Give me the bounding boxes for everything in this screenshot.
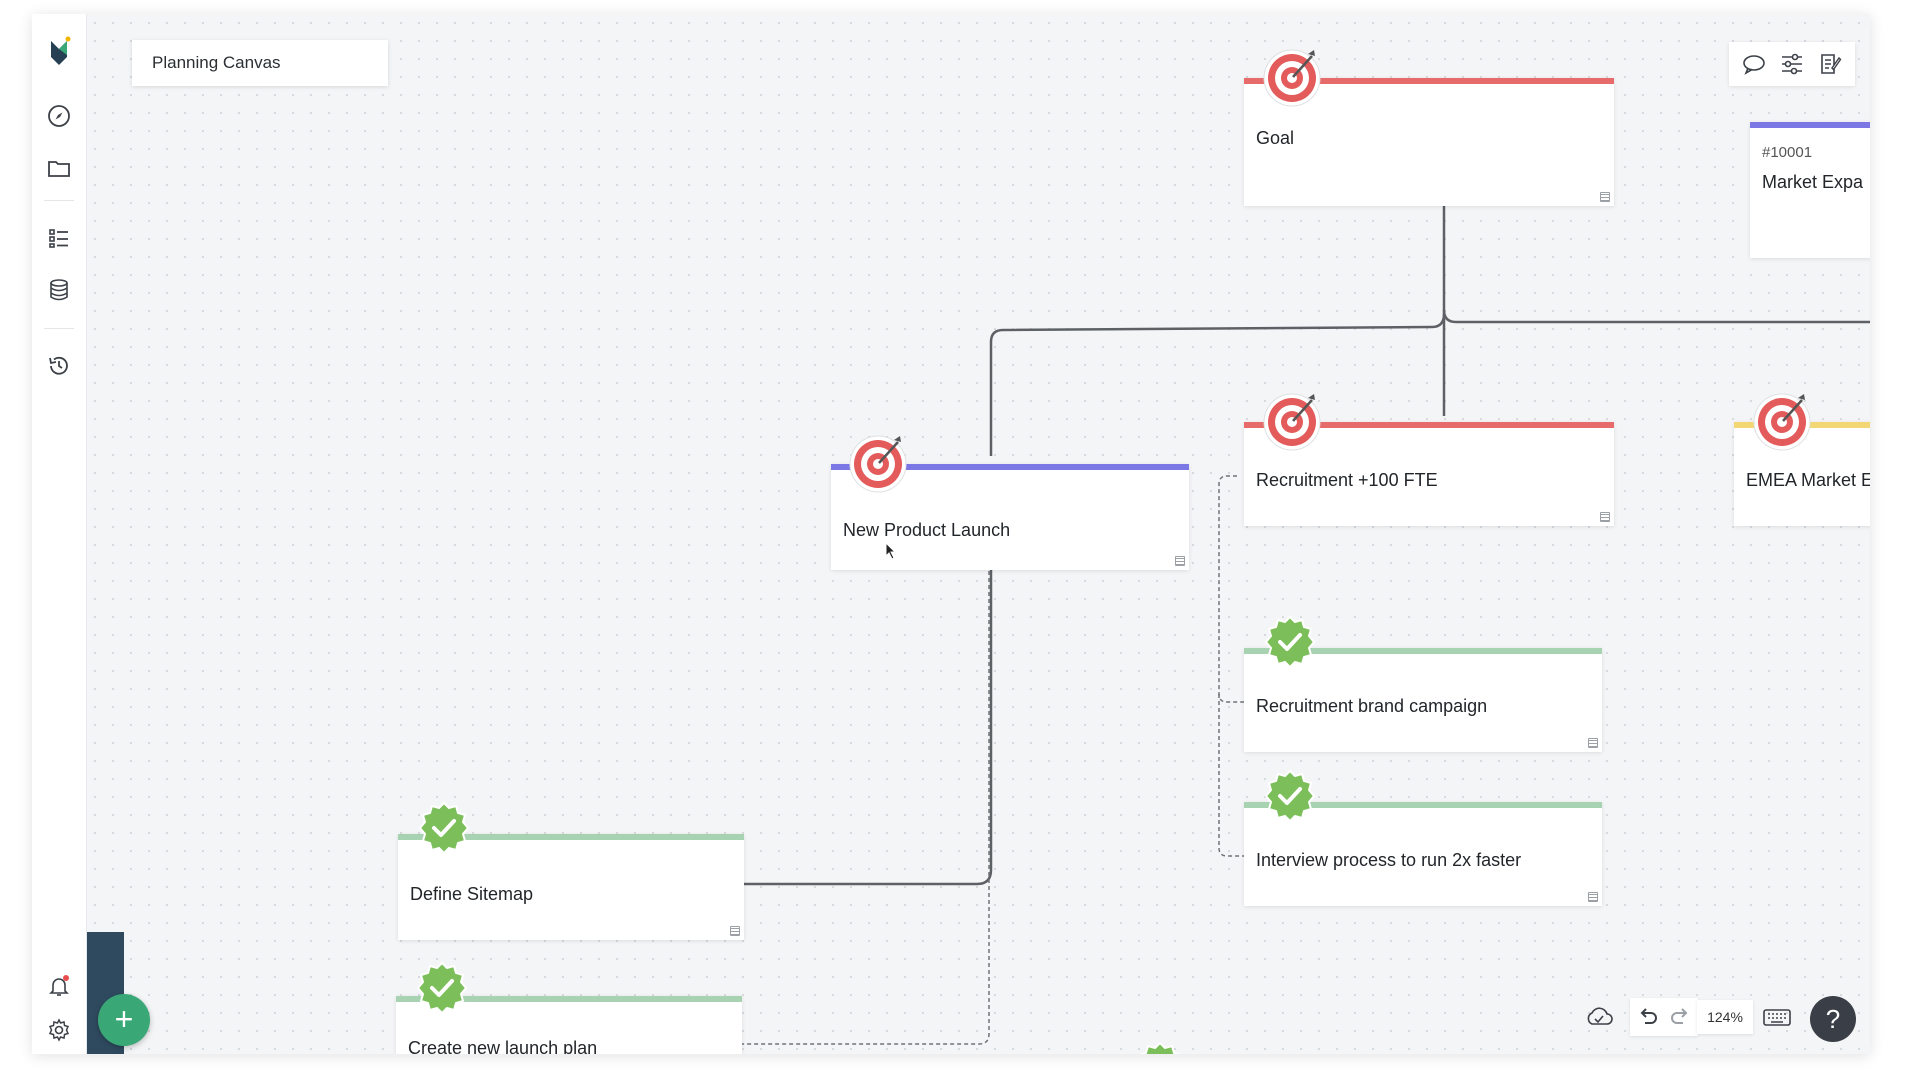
comment-icon[interactable] (1739, 49, 1769, 79)
check-badge-icon (1264, 769, 1316, 823)
target-icon (1263, 49, 1321, 107)
left-sidebar (32, 14, 87, 1054)
card-label: EMEA Market E (1746, 470, 1870, 490)
card-label: Market Expa (1762, 172, 1864, 192)
card-color-bar (396, 996, 742, 1002)
card-label: Create new launch plan (408, 1038, 598, 1054)
card-color-bar (831, 464, 1189, 470)
check-badge-icon (1138, 1041, 1182, 1054)
card-color-bar (1244, 78, 1614, 84)
zoom-level[interactable]: 124% (1697, 1000, 1753, 1034)
card-label: Goal (1256, 128, 1295, 148)
card-color-bar (1244, 648, 1602, 654)
list-icon[interactable] (43, 222, 75, 254)
target-icon (1263, 393, 1321, 451)
history-icon[interactable] (43, 350, 75, 382)
planning-canvas-window: + Planning Canvas Goal #10001 Market Exp… (32, 14, 1870, 1054)
check-badge-icon (418, 801, 470, 855)
canvas-title[interactable]: Planning Canvas (132, 40, 388, 86)
resize-handle[interactable] (730, 926, 740, 936)
undo-icon[interactable] (1636, 1006, 1660, 1028)
target-icon (849, 435, 907, 493)
card-label: Recruitment +100 FTE (1256, 470, 1438, 490)
bell-icon[interactable] (43, 970, 75, 1002)
mouse-cursor-icon (885, 542, 897, 560)
resize-handle[interactable] (1588, 892, 1598, 902)
card-color-bar (398, 834, 744, 840)
check-badge-icon (1264, 615, 1316, 669)
resize-handle[interactable] (1588, 738, 1598, 748)
folder-icon[interactable] (43, 152, 75, 184)
check-badge-icon (416, 961, 468, 1015)
target-icon (1753, 393, 1811, 451)
card-label: Define Sitemap (410, 884, 534, 904)
card-label: Interview process to run 2x faster (1256, 850, 1522, 870)
card-color-bar (1750, 122, 1870, 128)
market-card[interactable]: #10001 Market Expa (1750, 122, 1870, 258)
card-color-bar (1244, 802, 1602, 808)
undo-redo-group (1630, 998, 1698, 1036)
sliders-icon[interactable] (1777, 49, 1807, 79)
gear-icon[interactable] (43, 1014, 75, 1046)
card-label: New Product Launch (843, 520, 1011, 540)
card-color-bar (1244, 422, 1614, 428)
sidebar-divider (44, 328, 74, 329)
help-button[interactable]: ? (1810, 996, 1856, 1042)
compass-icon[interactable] (43, 100, 75, 132)
database-icon[interactable] (43, 274, 75, 306)
interview-card[interactable]: Interview process to run 2x faster (1244, 802, 1602, 906)
card-label: Recruitment brand campaign (1256, 696, 1488, 716)
notes-icon[interactable] (1815, 49, 1845, 79)
resize-handle[interactable] (1175, 556, 1185, 566)
resize-handle[interactable] (1600, 192, 1610, 202)
connector-lines (732, 204, 1870, 1045)
launch-plan-card[interactable]: Create new launch plan (396, 996, 742, 1054)
redo-icon[interactable] (1668, 1006, 1692, 1028)
cloud-icon (1587, 1007, 1613, 1025)
app-logo[interactable] (43, 36, 75, 68)
brand-campaign-card[interactable]: Recruitment brand campaign (1244, 648, 1602, 752)
add-button[interactable]: + (98, 994, 150, 1046)
keyboard-icon (1763, 1009, 1791, 1026)
card-id: #10001 (1762, 144, 1813, 161)
top-right-toolbar (1729, 42, 1855, 86)
sidebar-divider (44, 200, 74, 201)
sync-status[interactable] (1584, 998, 1614, 1036)
define-sitemap-card[interactable]: Define Sitemap (398, 834, 744, 940)
keyboard-shortcuts[interactable] (1762, 998, 1792, 1036)
resize-handle[interactable] (1600, 512, 1610, 522)
